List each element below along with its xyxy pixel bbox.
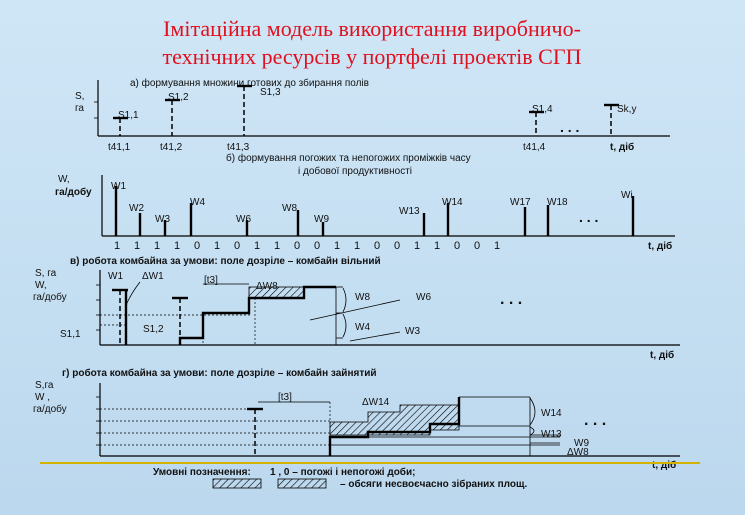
- s-label-4: S1,4: [532, 104, 553, 115]
- panel-b: б) формування погожих та непогожих промі…: [55, 152, 675, 252]
- day-flag: 1: [334, 240, 340, 252]
- day-flag: 1: [214, 240, 220, 252]
- panel-b-xlabel: t, діб: [648, 240, 672, 252]
- day-flag: 1: [174, 240, 180, 252]
- title-line-1: Імітаційна модель використання виробничо…: [163, 16, 581, 41]
- panel-c: в) робота комбайна за умови: поле дозріл…: [33, 255, 680, 361]
- t3-label-d: [t3]: [278, 392, 292, 403]
- panel-b-heading-2: і добової продуктивності: [298, 165, 412, 177]
- day-flag: 0: [454, 240, 460, 252]
- panel-a-ylabel-2: га: [75, 103, 84, 114]
- w1-label-c: W1: [108, 271, 123, 282]
- s11-label-c: S1,1: [60, 329, 81, 340]
- s-label-1: S1,1: [118, 110, 139, 121]
- day-flag: 0: [194, 240, 200, 252]
- dw8-label-c: ΔW8: [256, 281, 278, 292]
- panel-b-ylabel-2: га/добу: [55, 186, 92, 198]
- panel-d-xlabel: t, діб: [652, 459, 676, 471]
- t3-label-c: [t3]: [204, 275, 218, 286]
- w14-label-d: W14: [541, 408, 562, 419]
- day-flag: 0: [234, 240, 240, 252]
- panel-b-heading-1: б) формування погожих та непогожих промі…: [226, 152, 471, 164]
- hatch-dw14: [329, 404, 460, 436]
- day-flag: 1: [354, 240, 360, 252]
- day-sequence: 1 1 1 1 0 1 0 1 1 0 0 1 1 0 0 1 1 0 0 1: [114, 240, 500, 252]
- w-label-3: W3: [155, 214, 170, 225]
- day-flag: 1: [414, 240, 420, 252]
- t-label-4: t41,4: [523, 142, 546, 153]
- w-label-8: W8: [282, 203, 297, 214]
- w-label-18: W18: [547, 197, 568, 208]
- panel-d-heading: г) робота комбайна за умови: поле дозріл…: [62, 367, 377, 379]
- panel-a: а) формування множини готових до збиранн…: [75, 77, 670, 153]
- panel-d: г) робота комбайна за умови: поле дозріл…: [33, 367, 680, 471]
- legend-hatch-1: [212, 478, 262, 489]
- w-label-6: W6: [236, 214, 251, 225]
- w6-label-c: W6: [416, 292, 431, 303]
- w8-label-c: W8: [355, 292, 370, 303]
- day-flag: 0: [394, 240, 400, 252]
- panel-c-xlabel: t, діб: [650, 349, 674, 361]
- t-label-1: t41,1: [108, 142, 131, 153]
- w4-label-c: W4: [355, 322, 370, 333]
- panel-c-ylabel-3: га/добу: [33, 291, 67, 303]
- t-label-2: t41,2: [160, 142, 183, 153]
- day-flag: 0: [474, 240, 480, 252]
- panel-c-heading: в) робота комбайна за умови: поле дозріл…: [70, 255, 381, 267]
- dw8-label-d: ΔW8: [567, 447, 589, 458]
- legend: Умовні позначення: 1 , 0 – погожі і непо…: [153, 466, 527, 490]
- dw14-label-d: ΔW14: [362, 397, 390, 408]
- s-label-2: S1,2: [168, 92, 189, 103]
- day-flag: 0: [374, 240, 380, 252]
- day-flag: 1: [434, 240, 440, 252]
- dw1-label-c: ΔW1: [142, 271, 164, 282]
- legend-hatch-2: [277, 478, 327, 489]
- w-label-1: W1: [111, 181, 126, 192]
- panel-d-ylabel-2: W ,: [35, 392, 50, 403]
- legend-hatch-text: – обсяги несвоєчасно зібраних площ.: [340, 478, 527, 490]
- panel-a-xlabel: t, діб: [610, 141, 634, 153]
- w9-label-d: W9: [574, 438, 589, 449]
- panel-b-ellipsis: . . .: [579, 209, 598, 225]
- s12-label-c: S1,2: [143, 324, 164, 335]
- day-flag: 1: [154, 240, 160, 252]
- legend-label: Умовні позначення:: [153, 467, 251, 478]
- day-flag: 0: [314, 240, 320, 252]
- panel-b-ylabel-1: W,: [58, 174, 70, 185]
- w-label-4: W4: [190, 197, 205, 208]
- day-flag: 1: [134, 240, 140, 252]
- day-flag: 0: [294, 240, 300, 252]
- panel-a-heading: а) формування множини готових до збиранн…: [130, 77, 369, 89]
- panel-a-ellipsis: . . .: [560, 119, 579, 135]
- day-flag: 1: [254, 240, 260, 252]
- panel-c-ellipsis: . . .: [500, 291, 522, 308]
- title-line-2: технічних ресурсів у портфелі проектів С…: [163, 44, 582, 69]
- w3-label-c: W3: [405, 326, 420, 337]
- w-label-2: W2: [129, 203, 144, 214]
- w-label-14: W14: [442, 197, 463, 208]
- productivity-bars: [114, 186, 635, 236]
- w-label-9: W9: [314, 214, 329, 225]
- s-label-3: S1,3: [260, 87, 281, 98]
- w-label-17: W17: [510, 197, 531, 208]
- panel-d-ylabel-3: га/добу: [33, 403, 67, 415]
- panel-d-ylabel-1: S,га: [35, 380, 54, 391]
- hatch-dw8: [248, 286, 305, 299]
- w-label-i: Wi: [621, 190, 633, 201]
- day-flag: 1: [494, 240, 500, 252]
- day-flag: 1: [114, 240, 120, 252]
- legend-days: 1 , 0 – погожі і непогожі доби;: [270, 466, 415, 478]
- w-label-13: W13: [399, 206, 420, 217]
- panel-c-ylabel-1: S, га: [35, 268, 57, 279]
- panel-a-ylabel-1: S,: [75, 91, 84, 102]
- panel-d-ellipsis: . . .: [584, 412, 606, 429]
- panel-c-ylabel-2: W,: [35, 280, 47, 291]
- t-label-3: t41,3: [227, 142, 250, 153]
- day-flag: 1: [274, 240, 280, 252]
- w13-label-d: W13: [541, 429, 562, 440]
- s-label-ky: Sk,y: [617, 104, 636, 115]
